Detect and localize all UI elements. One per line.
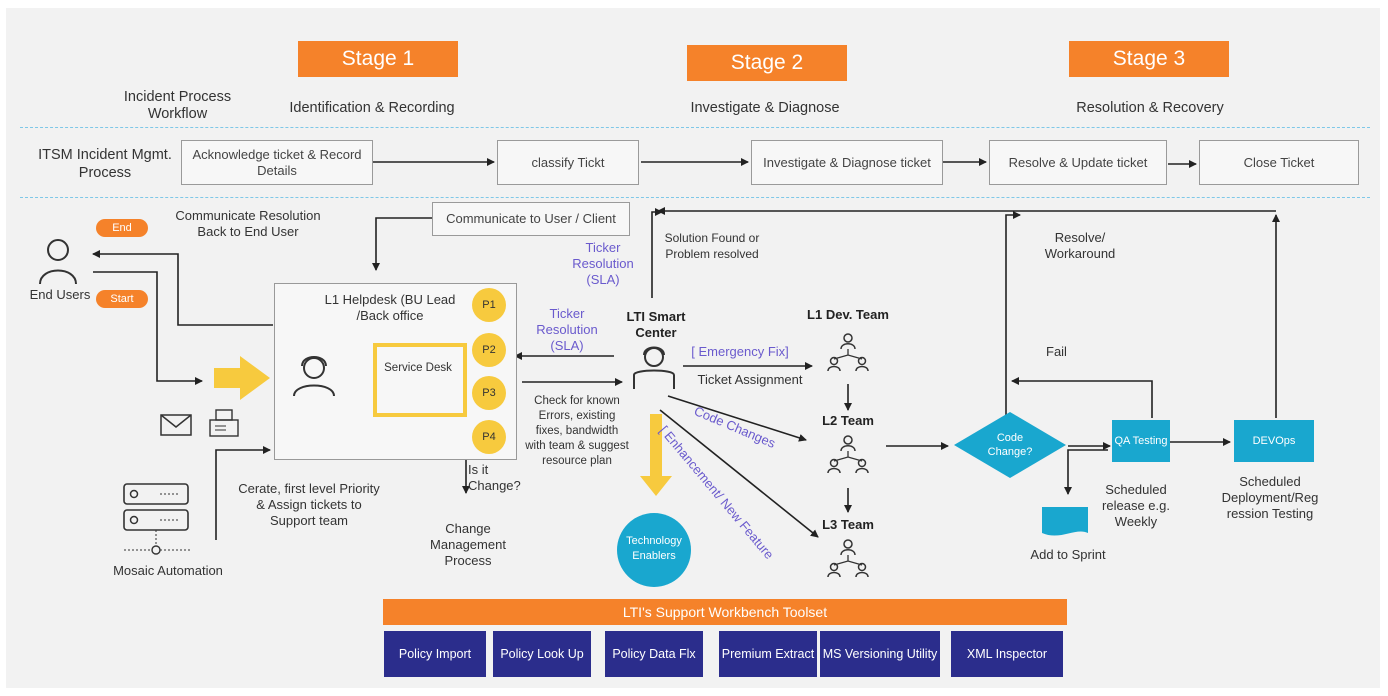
communicate-resolution-text: Communicate Resolution Back to End User: [175, 208, 321, 239]
check-known-text: Check for known Errors, existing fixes, …: [525, 395, 629, 467]
smart-center-label: LTI Smart Center: [626, 309, 686, 340]
phase-investigate: Investigate & Diagnose: [690, 100, 840, 116]
user-icon: [39, 239, 77, 285]
priority-p4: P4: [472, 420, 506, 454]
step-classify: classify Tickt: [497, 140, 639, 185]
phase-identification: Identification & Recording: [289, 100, 455, 116]
arrow-to-helpdesk-top: [372, 217, 432, 271]
mail-icon: [160, 414, 192, 436]
is-it-change-label: Is it Change?: [468, 462, 521, 493]
fax-icon: [209, 409, 239, 437]
divider-bottom: [20, 197, 1370, 198]
itsm-label: ITSM Incident Mgmt. Process: [38, 147, 172, 181]
resolve-workaround-text: Resolve/ Workaround: [1044, 230, 1116, 261]
end-users-label: End Users: [29, 287, 91, 302]
cerate-assign-text: Cerate, first level Priority & Assign ti…: [238, 481, 380, 528]
arrow-code-change-up: [1005, 211, 1021, 420]
fail-label: Fail: [1046, 344, 1067, 359]
yellow-arrow-right: [214, 356, 270, 400]
change-management-label: Change Management Process: [430, 521, 506, 568]
scheduled-release-text: Scheduled release e.g. Weekly: [1102, 482, 1170, 529]
tool-xml-inspector: XML Inspector: [951, 631, 1063, 677]
l2-team-icon: [827, 435, 869, 474]
helpdesk-title: L1 Helpdesk (BU Lead /Back office: [324, 292, 456, 323]
step-close: Close Ticket: [1199, 140, 1359, 185]
tool-policy-data-flx: Policy Data Flx: [605, 631, 703, 677]
code-change-label: Code Change?: [987, 432, 1033, 458]
workflow-label: Incident Process Workflow: [123, 89, 232, 122]
priority-p2: P2: [472, 333, 506, 367]
server-icon: [123, 483, 190, 555]
devops-box: DEVOps: [1234, 420, 1314, 462]
tool-policy-import: Policy Import: [384, 631, 486, 677]
step-acknowledge: Acknowledge ticket & Record Details: [181, 140, 373, 185]
smart-center-agent-icon: [633, 346, 675, 389]
stage-2-header: Stage 2: [687, 45, 847, 81]
service-desk-box: [373, 343, 467, 417]
l2-team-label: L2 Team: [822, 413, 874, 428]
tool-policy-lookup: Policy Look Up: [493, 631, 591, 677]
arrow-endusers-to-helpdesk: [93, 271, 203, 385]
ticker-resolution-mid: Ticker Resolution (SLA): [536, 306, 598, 353]
technology-enablers-circle: [617, 513, 691, 587]
arrow-enhancement: [659, 409, 819, 538]
l1-dev-team-label: L1 Dev. Team: [807, 307, 889, 322]
stage-3-header: Stage 3: [1069, 41, 1229, 77]
priority-p3: P3: [472, 376, 506, 410]
priority-p1: P1: [472, 288, 506, 322]
diagram-background: [6, 8, 1380, 688]
tool-premium-extract: Premium Extract: [719, 631, 817, 677]
arrow-add-sprint: [1064, 449, 1108, 495]
start-pill: Start: [96, 290, 148, 308]
arrow-helpdesk-to-endusers: [92, 250, 273, 326]
step-investigate: Investigate & Diagnose ticket: [751, 140, 943, 185]
mosaic-label: Mosaic Automation: [113, 563, 223, 578]
technology-enablers-label: Technology Enablers: [626, 535, 682, 562]
toolset-title: LTI's Support Workbench Toolset: [383, 599, 1067, 625]
l3-team-icon: [827, 539, 869, 578]
yellow-arrow-down: [640, 414, 672, 496]
add-to-sprint-label: Add to Sprint: [1030, 547, 1106, 562]
l3-team-label: L3 Team: [822, 517, 874, 532]
scheduled-deploy-text: Scheduled Deployment/Reg ression Testing: [1221, 474, 1319, 521]
solution-found-text: Solution Found or Problem resolved: [664, 231, 760, 261]
sprint-document-icon: [1042, 507, 1088, 536]
ticket-assignment-label: Ticket Assignment: [697, 372, 803, 387]
arrow-mosaic-to-helpdesk: [215, 446, 271, 540]
divider-top: [20, 127, 1370, 128]
communicate-box: Communicate to User / Client: [432, 202, 630, 236]
step-resolve: Resolve & Update ticket: [989, 140, 1167, 185]
ticker-resolution-top: Ticker Resolution (SLA): [572, 240, 634, 287]
phase-resolution: Resolution & Recovery: [1076, 100, 1224, 116]
end-pill: End: [96, 219, 148, 237]
l1-team-icon: [827, 333, 869, 372]
service-desk-label: Service Desk: [384, 362, 452, 374]
stage-1-header: Stage 1: [298, 41, 458, 77]
qa-testing-box: QA Testing: [1112, 420, 1170, 462]
arrow-qa-fail: [1011, 377, 1153, 418]
arrow-code-changes: [667, 395, 807, 442]
tool-ms-versioning: MS Versioning Utility: [820, 631, 940, 677]
code-change-diamond: [954, 412, 1066, 478]
support-agent-icon: [293, 356, 335, 397]
emergency-fix-label: [ Emergency Fix]: [691, 344, 789, 359]
